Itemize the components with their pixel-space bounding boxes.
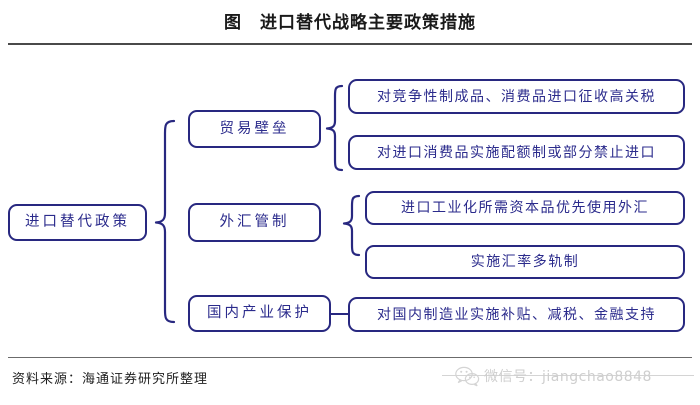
- node-branch-domestic-industry-protection[interactable]: 国内产业保护: [188, 295, 331, 332]
- source-note: 资料来源：海通证券研究所整理: [12, 372, 209, 387]
- node-leaf-multiple-exchange-rate[interactable]: 实施汇率多轨制: [365, 245, 685, 279]
- node-root-import-substitution-policy[interactable]: 进口替代政策: [8, 204, 147, 241]
- page-title: 图 进口替代战略主要政策措施: [224, 13, 476, 33]
- node-leaf-forex-priority-capital-goods[interactable]: 进口工业化所需资本品优先使用外汇: [365, 191, 685, 225]
- wechat-icon: [455, 366, 480, 387]
- watermark-strikethrough-line: [442, 375, 694, 376]
- node-leaf-quota-or-import-ban[interactable]: 对进口消费品实施配额制或部分禁止进口: [348, 135, 685, 170]
- node-branch-trade-barrier[interactable]: 贸易壁垒: [188, 110, 321, 148]
- node-leaf-subsidy-tax-cut-financial-support[interactable]: 对国内制造业实施补贴、减税、金融支持: [348, 297, 685, 332]
- node-branch-forex-control[interactable]: 外汇管制: [188, 203, 321, 242]
- title-divider-top: [8, 43, 692, 45]
- footer-divider: [8, 357, 692, 358]
- watermark: 微信号：jiangchao8848: [442, 362, 694, 390]
- node-leaf-high-tariff[interactable]: 对竞争性制成品、消费品进口征收高关税: [348, 79, 685, 114]
- watermark-text: 微信号：jiangchao8848: [484, 369, 652, 385]
